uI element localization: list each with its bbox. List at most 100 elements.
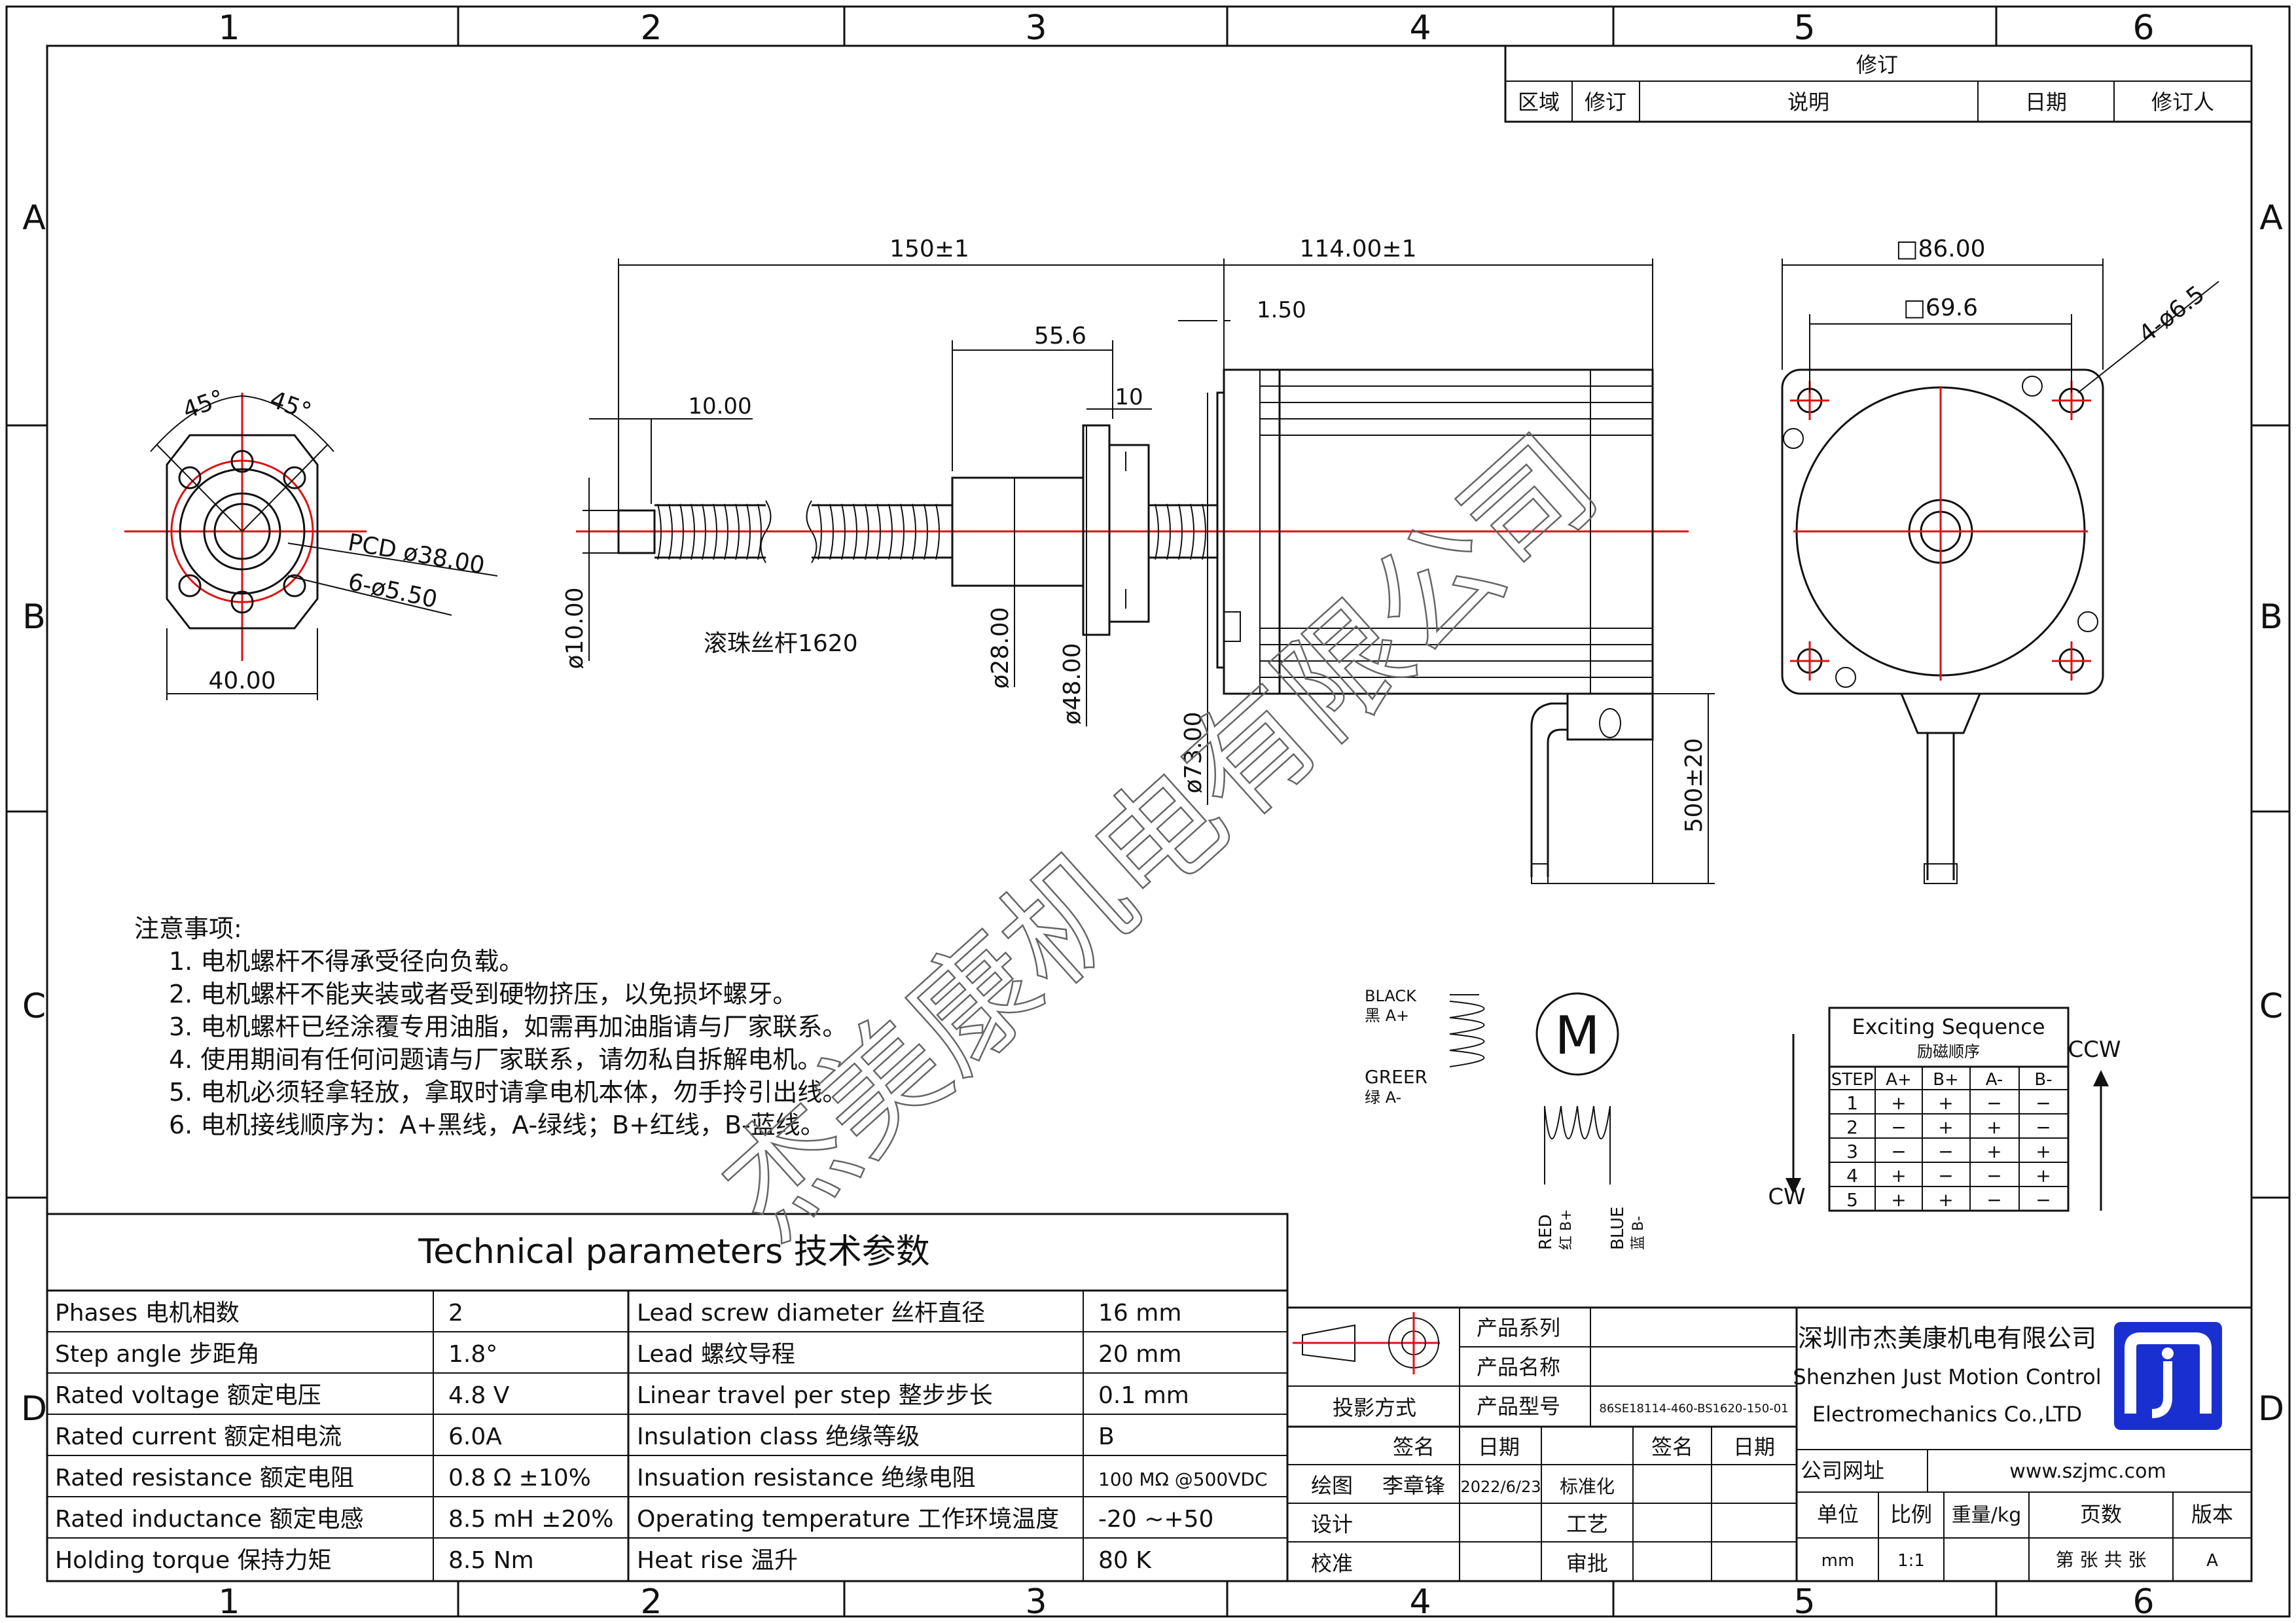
outer-square-dim: □86.00 xyxy=(1895,236,1985,262)
inner-square-dim: □69.6 xyxy=(1903,294,1978,321)
tb-date-1: 日期 xyxy=(1478,1435,1520,1459)
wire-red-cn: 红 B+ xyxy=(1558,1209,1575,1250)
zone-labels: 1 2 3 4 5 6 1 2 3 4 5 6 A B C D A B C D xyxy=(21,9,2284,1622)
row-label-left-b: B xyxy=(22,597,46,637)
tech-left-param: Rated resistance 额定电阻 xyxy=(55,1465,354,1491)
sequence-cell: − xyxy=(1986,1165,2001,1186)
note-5: 5. 电机必须轻拿轻放，拿取时请拿电机本体，勿手拎引出线。 xyxy=(169,1078,847,1107)
tb-model-value: 86SE18114-460-BS1620-150-01 xyxy=(1599,1402,1788,1416)
cable-outlet xyxy=(1566,692,1654,741)
row-label-right-a: A xyxy=(2259,198,2283,238)
wire-green-label: GREER xyxy=(1365,1066,1427,1088)
note-6: 6. 电机接线顺序为：A+黑线，A-绿线；B+红线，B-蓝线。 xyxy=(169,1111,825,1139)
tech-right-param: Lead 螺纹导程 xyxy=(637,1341,795,1368)
flange-gap-dim: 1.50 xyxy=(1257,297,1306,323)
tech-right-param: Linear travel per step 整步步长 xyxy=(637,1382,993,1409)
tech-left-param: Rated voltage 额定电压 xyxy=(55,1382,321,1409)
sequence-header-cell: B- xyxy=(2034,1070,2052,1090)
sequence-cell: 4 xyxy=(1846,1165,1858,1186)
revision-header-rev: 修订 xyxy=(1585,90,1626,115)
col-label-bottom-4: 4 xyxy=(1409,1582,1431,1622)
sequence-cell: 3 xyxy=(1846,1141,1858,1162)
watermark: 杰美康机电有限公司 xyxy=(695,409,1624,1265)
col-label-bottom-6: 6 xyxy=(2132,1582,2154,1622)
tech-left-param: Rated current 额定相电流 xyxy=(55,1423,342,1450)
col-label-top-1: 1 xyxy=(218,9,240,48)
screw-threads-left xyxy=(657,503,762,560)
note-2: 2. 电机螺杆不能夹装或者受到硬物挤压，以免损坏螺牙。 xyxy=(169,980,797,1008)
sequence-cell: + xyxy=(1891,1092,1906,1114)
note-3: 3. 电机螺杆已经涂覆专用油脂，如需再加油脂请与厂家联系。 xyxy=(169,1012,847,1041)
sequence-cell: − xyxy=(1891,1141,1906,1162)
sequence-header-cell: STEP xyxy=(1831,1070,1874,1090)
tb-scale-value: 1:1 xyxy=(1897,1551,1925,1571)
col-label-top-6: 6 xyxy=(2132,9,2154,48)
tech-title: Technical parameters 技术参数 xyxy=(418,1232,929,1272)
tech-left-param: Holding torque 保持力矩 xyxy=(55,1547,332,1574)
tb-site: www.szjmc.com xyxy=(2009,1460,2166,1483)
wire-black-cn: 黑 A+ xyxy=(1365,1007,1409,1025)
col-label-top-4: 4 xyxy=(1409,9,1431,48)
screw-label: 滚珠丝杆1620 xyxy=(704,630,858,657)
revision-header-zone: 区域 xyxy=(1518,90,1560,115)
flange-width-label: 40.00 xyxy=(208,668,276,694)
tech-left-value: 8.5 mH ±20% xyxy=(448,1506,613,1533)
title-block: 产品系列 产品名称 投影方式 产品型号 签名 日期 签名 日期 绘图 李章锋 标… xyxy=(1286,1306,2253,1582)
tb-sign-1: 签名 xyxy=(1393,1435,1435,1459)
tech-left-value: 8.5 Nm xyxy=(448,1547,534,1574)
sequence-cell: + xyxy=(1986,1141,2001,1162)
sequence-cell: + xyxy=(1986,1116,2001,1138)
nut-length-dim: 55.6 xyxy=(1034,323,1086,349)
tb-pages-value: 第 张 共 张 xyxy=(2056,1549,2147,1571)
row-label-right-b: B xyxy=(2259,597,2283,637)
wire-blue-cn: 蓝 B- xyxy=(1630,1216,1647,1250)
sequence-cell: 1 xyxy=(1846,1092,1858,1114)
tech-left-param: Step angle 步距角 xyxy=(55,1341,260,1368)
tech-left-value: 1.8° xyxy=(448,1341,497,1368)
tb-check: 校准 xyxy=(1311,1551,1353,1576)
tb-version: 版本 xyxy=(2191,1502,2233,1527)
tb-sign-2: 签名 xyxy=(1651,1435,1693,1459)
tb-version-value: A xyxy=(2206,1551,2218,1571)
wire-green-cn: 绿 A- xyxy=(1365,1088,1401,1107)
sequence-cell: − xyxy=(1891,1116,1906,1138)
notes-title: 注意事项: xyxy=(134,914,242,943)
sequence-cell: + xyxy=(1938,1116,1953,1138)
screw-threads-mid xyxy=(817,503,940,560)
col-label-top-5: 5 xyxy=(1793,9,1815,48)
row-label-left-c: C xyxy=(22,987,46,1026)
sequence-title: Exciting Sequence xyxy=(1852,1014,2045,1039)
col-label-bottom-2: 2 xyxy=(640,1582,662,1622)
flange-dia-dim: ø48.00 xyxy=(1059,643,1086,724)
sequence-cell: − xyxy=(2036,1116,2051,1138)
holes-label: 6-ø5.50 xyxy=(346,569,440,614)
angle-right-label: 45° xyxy=(266,386,315,425)
tb-scale: 比例 xyxy=(1890,1502,1932,1527)
screw-threads-right xyxy=(1155,503,1206,560)
motor-length-dim: 114.00±1 xyxy=(1299,236,1416,262)
tb-weight: 重量/kg xyxy=(1952,1504,2022,1527)
screw-end-dim: 10.00 xyxy=(688,393,751,419)
sequence-cell: + xyxy=(1938,1189,1953,1211)
tb-date-2: 日期 xyxy=(1733,1435,1775,1459)
tech-left-param: Rated inductance 额定电感 xyxy=(55,1506,364,1533)
tb-approve: 审批 xyxy=(1566,1551,1608,1576)
company-en-2: Electromechanics Co.,LTD xyxy=(1812,1402,2082,1427)
motor-symbol xyxy=(1535,992,1619,1076)
sequence-cell: − xyxy=(2036,1189,2051,1211)
sequence-cell: 5 xyxy=(1846,1189,1858,1211)
tech-right-param: Lead screw diameter 丝杆直径 xyxy=(637,1300,985,1327)
lead-length-dim: 500±20 xyxy=(1681,738,1708,833)
wire-black-label: BLACK xyxy=(1365,987,1417,1005)
wiring-diagram: BLACK 黑 A+ GREER 绿 A- M RED 红 B+ BLUE 蓝 … xyxy=(1365,987,1647,1250)
zone-ticks xyxy=(7,7,2289,1616)
sequence-cell: − xyxy=(2036,1092,2051,1114)
tech-right-value: 100 MΩ @500VDC xyxy=(1098,1469,1268,1490)
tb-pages: 页数 xyxy=(2080,1502,2122,1527)
revision-header-person: 修订人 xyxy=(2151,90,2214,115)
tb-unit-value: mm xyxy=(1821,1551,1855,1571)
